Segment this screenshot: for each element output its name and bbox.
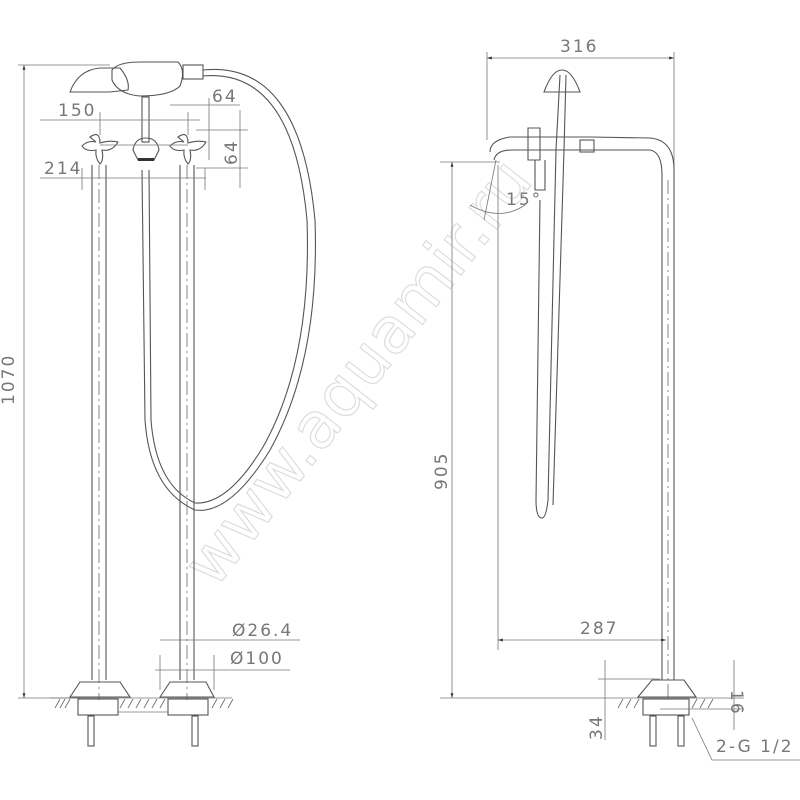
dim-overall-height: 1070	[0, 354, 19, 405]
dim-connection: 2-G 1/2	[716, 737, 794, 757]
side-view: 316 15° 905 287	[432, 37, 800, 761]
dim-spout-angle: 15°	[506, 190, 542, 210]
dim-base-plate: 16	[726, 690, 746, 716]
cross-handle-right	[169, 134, 207, 165]
dim-pipe-spacing: 214	[44, 159, 82, 179]
dim-below-floor: 34	[587, 714, 607, 740]
dim-handle-offset-v: 64	[222, 139, 242, 165]
svg-text:www.aquamir.ru: www.aquamir.ru	[169, 145, 547, 599]
dim-handle-offset-h: 64	[212, 87, 238, 107]
cross-handle-left	[81, 134, 119, 165]
front-view: 1070 150 64	[0, 61, 316, 747]
dim-reach: 287	[580, 619, 618, 639]
dim-handle-spacing: 150	[58, 101, 96, 121]
dim-overall-width: 316	[560, 37, 598, 57]
watermark: www.aquamir.ru	[169, 145, 548, 601]
dim-spout-height: 905	[432, 452, 452, 490]
dim-pipe-diameter: Ø26.4	[232, 621, 293, 641]
dim-base-diameter: Ø100	[230, 649, 284, 669]
